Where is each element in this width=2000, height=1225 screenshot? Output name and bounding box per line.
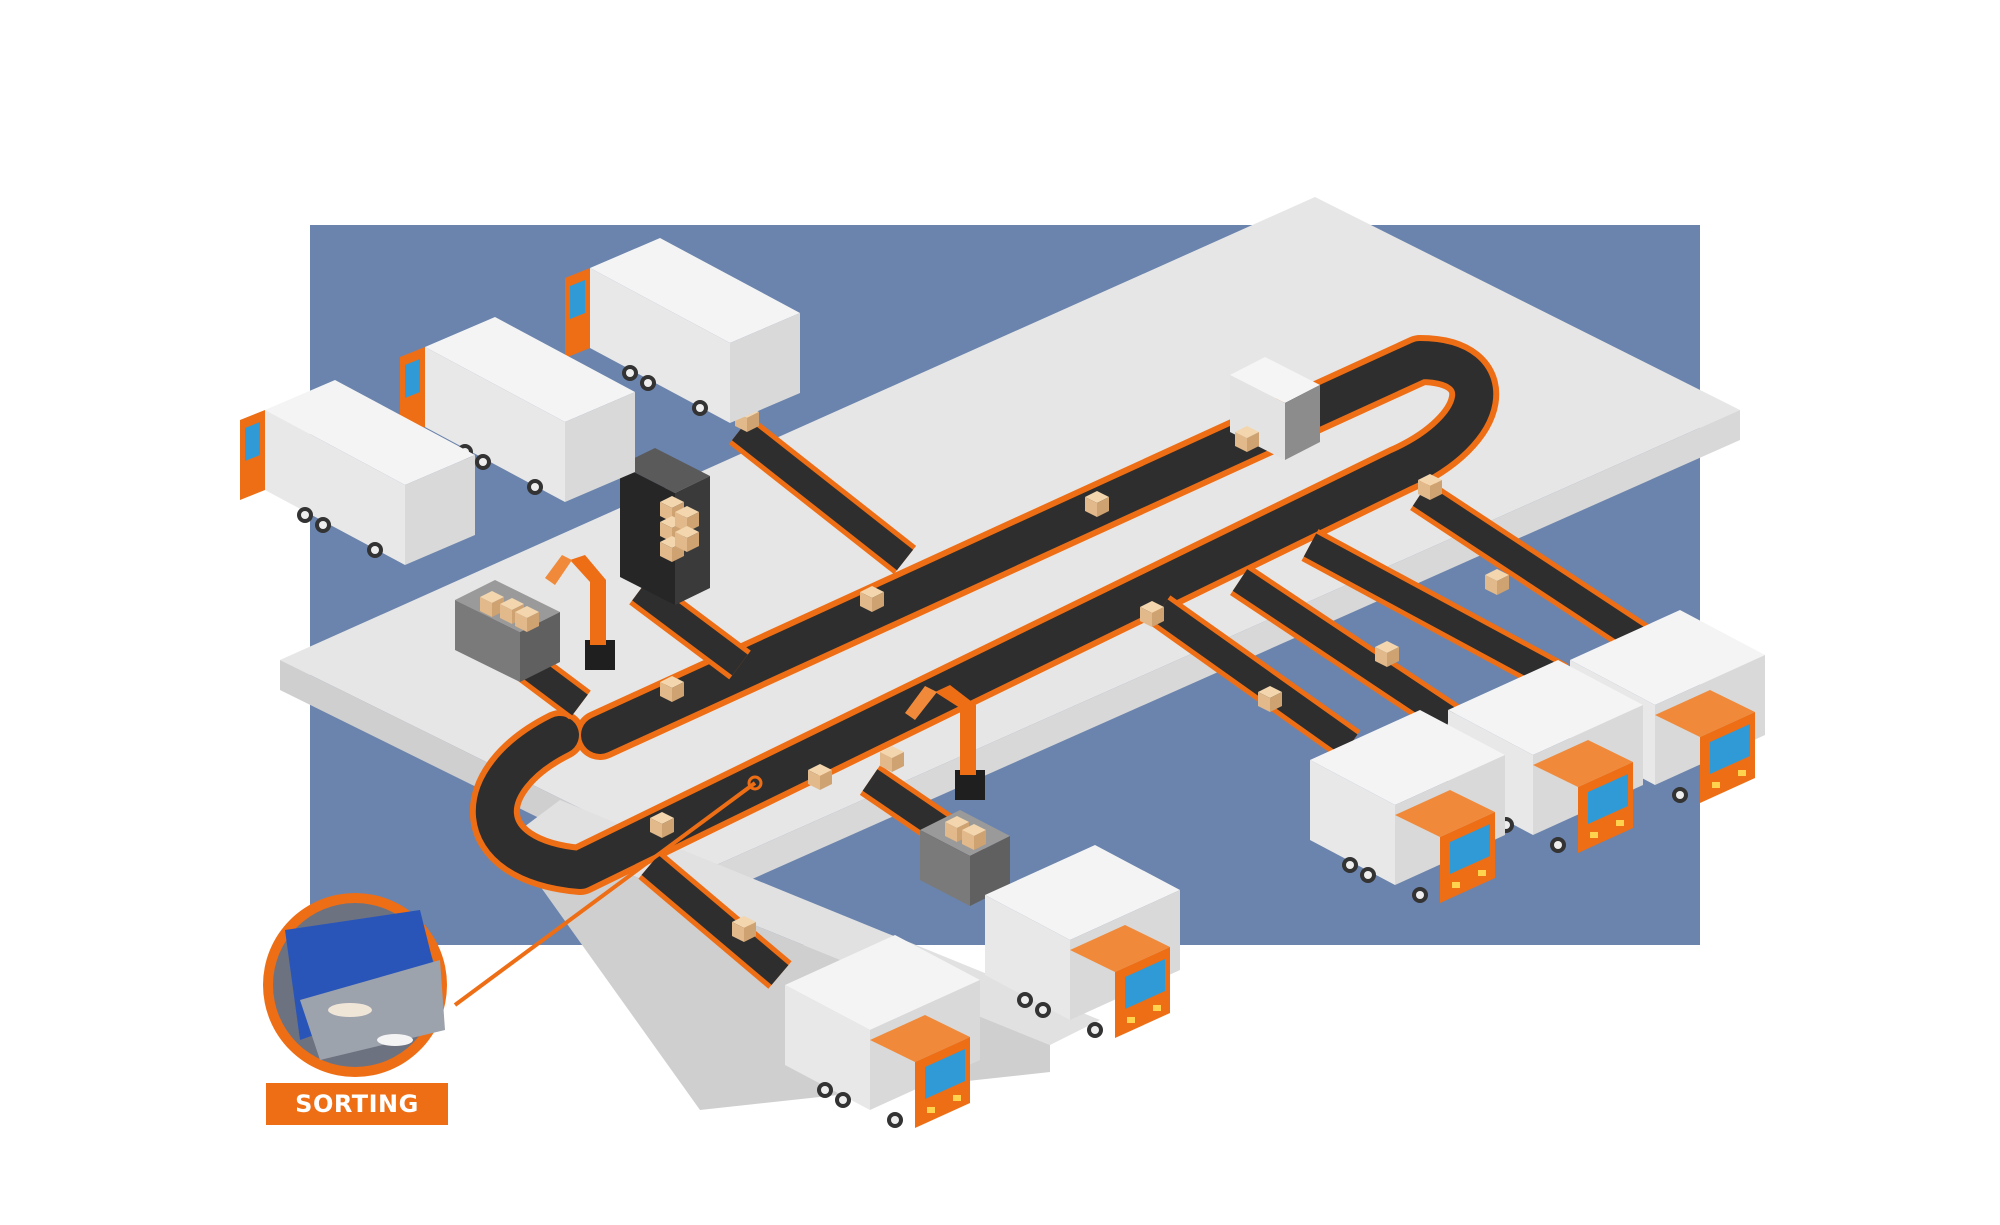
sorting-label: SORTING [266, 1083, 448, 1125]
bin-icon [455, 580, 560, 682]
storage-rack-icon [620, 448, 710, 605]
bin-icon [920, 810, 1010, 906]
robot-arm-icon [545, 555, 615, 670]
robot-arm-icon [905, 685, 985, 800]
conveyor-loop [470, 335, 1500, 895]
sorting-callout [263, 775, 763, 1077]
